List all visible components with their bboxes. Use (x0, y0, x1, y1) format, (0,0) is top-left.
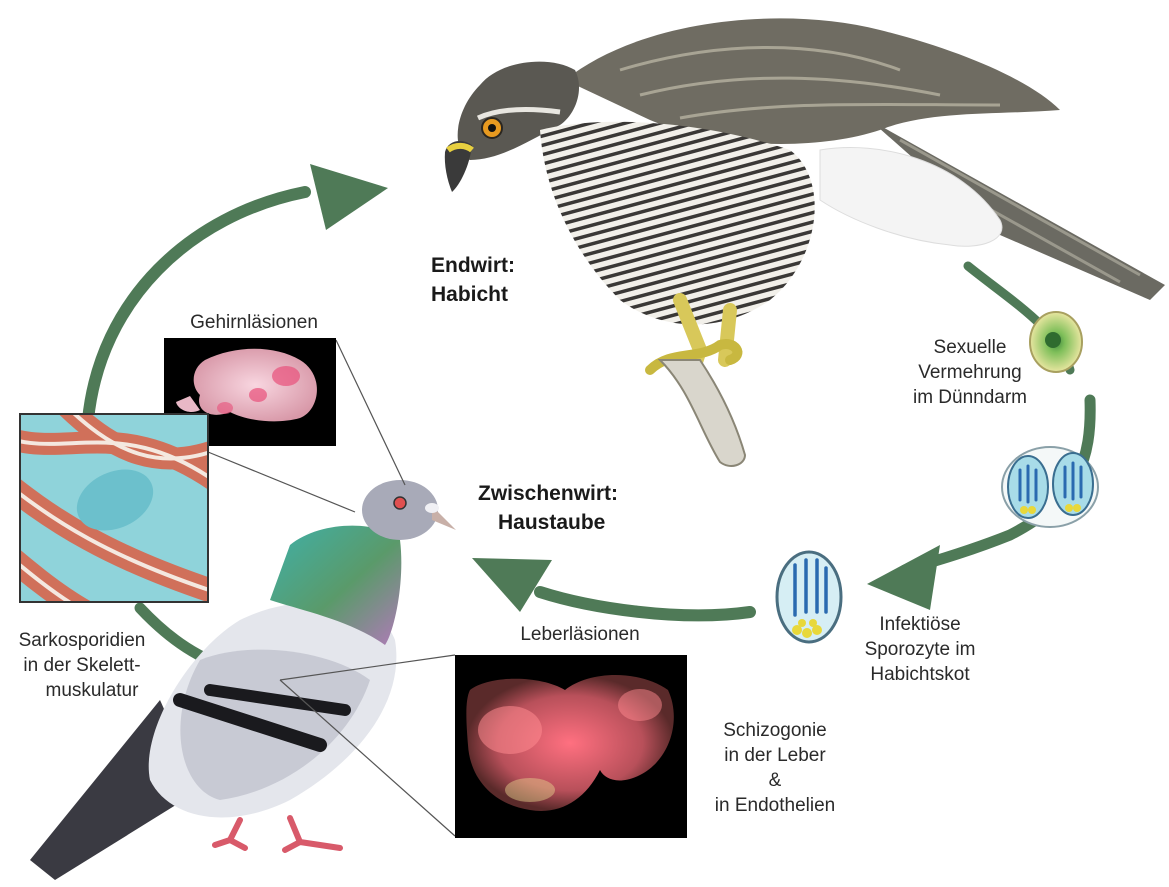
brain-inset-title: Gehirnläsionen (168, 310, 340, 335)
liver-inset-title: Leberläsionen (480, 622, 680, 647)
sexual-stage-line1: Sexuelle (890, 335, 1050, 360)
liver-lesion-inset (455, 655, 687, 838)
muscle-sarcocyst-inset (0, 400, 240, 640)
arrow-head-pigeon (472, 558, 552, 612)
sexual-stage-line3: im Dünndarm (890, 385, 1050, 410)
hawk-undertail (820, 148, 1002, 247)
intermediate-host-label: Zwischenwirt: Haustaube (478, 479, 618, 537)
sporocyst-stage-line1: Infektiöse (840, 612, 1000, 637)
intermediate-host-line2: Haustaube (478, 508, 618, 537)
schizogony-stage-label: Schizogonie in der Leber & in Endothelie… (690, 718, 860, 818)
definitive-host-label: Endwirt: Habicht (431, 251, 515, 309)
schizogony-stage-line1: Schizogonie (690, 718, 860, 743)
schizogony-stage-line3: & (690, 768, 860, 793)
goshawk-illustration (445, 18, 1165, 466)
definitive-host-line1: Endwirt: (431, 251, 515, 280)
intermediate-host-line1: Zwischenwirt: (478, 479, 618, 508)
muscle-stage-line1: Sarkosporidien (2, 628, 162, 653)
sporocyst-stage-line3: Habichtskot (840, 662, 1000, 687)
sexual-stage-line2: Vermehrung (890, 360, 1050, 385)
arrow-head-hawk (310, 164, 388, 230)
sporocyst-stage-line2: Sporozyte im (840, 637, 1000, 662)
pigeon-feet (215, 818, 340, 850)
muscle-stage-line3: muskulatur (2, 678, 162, 703)
definitive-host-line2: Habicht (431, 280, 515, 309)
sporulated-oocyst (1002, 447, 1098, 527)
hawk-perch (660, 360, 745, 466)
sexual-stage-label: Sexuelle Vermehrung im Dünndarm (890, 335, 1050, 410)
muscle-stage-label: Sarkosporidien in der Skelett- muskulatu… (2, 628, 162, 703)
schizogony-stage-line4: in Endothelien (690, 793, 860, 818)
infectious-sporocyst (777, 552, 841, 642)
pigeon-eye (394, 497, 406, 509)
muscle-stage-line2: in der Skelett- (2, 653, 162, 678)
sporocyst-stage-label: Infektiöse Sporozyte im Habichtskot (840, 612, 1000, 687)
schizogony-stage-line2: in der Leber (690, 743, 860, 768)
arrow-feces-to-pigeon (540, 592, 750, 615)
arrow-head-feces (867, 545, 940, 610)
